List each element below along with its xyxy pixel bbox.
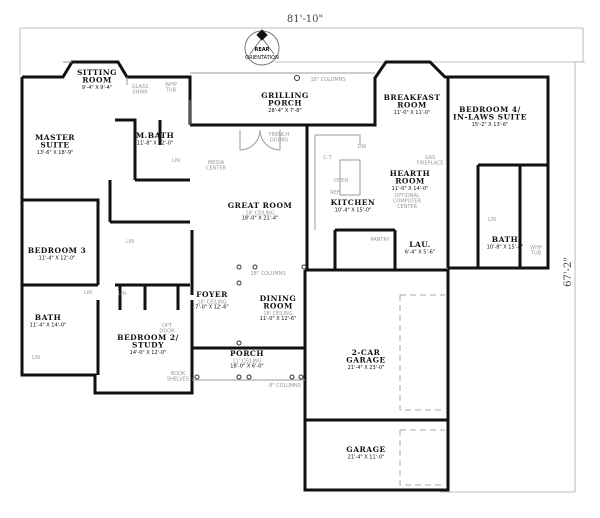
depth-dimension: 67'-2" xyxy=(563,257,574,287)
garage-label: GARAGE xyxy=(346,445,385,454)
great-room-label: GREAT ROOM xyxy=(228,201,293,210)
porch-label: PORCH xyxy=(230,349,264,358)
foyer-ceiling: 18' CEILING xyxy=(197,300,226,306)
columns-8-note: 8" COLUMNS xyxy=(269,383,301,389)
laundry-size: 6'-4" X 5'-6" xyxy=(405,250,435,256)
master-suite-label: MASTER xyxy=(35,133,75,142)
bedroom-3-label: BEDROOM 3 xyxy=(28,246,87,255)
book-shelves-note: SHELVES xyxy=(167,377,189,383)
sitting-room-label: ROOM xyxy=(82,76,112,85)
computer-center-note: COMPUTER xyxy=(393,199,422,205)
foyer-label: FOYER xyxy=(196,290,228,299)
hearth-room-label: ROOM xyxy=(395,177,425,186)
compass-sublabel: ORIENTATION xyxy=(245,55,279,61)
computer-center-note: OPTIONAL xyxy=(394,193,420,199)
two-car-garage-label: 2-CAR xyxy=(352,348,381,357)
m-bath-label: M.BATH xyxy=(136,131,174,140)
foyer-size: 7'-0" X 12'-6" xyxy=(195,305,228,311)
kitchen-label: KITCHEN xyxy=(331,198,376,207)
grilling-porch-label: PORCH xyxy=(268,99,302,108)
whp-tub-bath2-note: TUB xyxy=(530,251,542,257)
glass-shower-note: SHWR xyxy=(132,90,148,96)
lin-mbath-note: LIN xyxy=(172,158,180,164)
media-center-note: CENTER xyxy=(206,166,227,172)
sitting-room-label: SITTING xyxy=(77,68,117,77)
breakfast-room-label: BREAKFAST xyxy=(384,93,441,102)
french-doors-note: FRENCH xyxy=(269,132,290,138)
dining-room-label: ROOM xyxy=(263,302,293,311)
hearth-room-label: HEARTH xyxy=(390,169,430,178)
opt-door-note: OPT xyxy=(162,323,173,329)
lin-bed4-note: LIN xyxy=(488,217,496,223)
bedroom-4-size: 15'-2" X 13'-6" xyxy=(472,122,509,128)
hearth-room-size: 11'-0" X 14'-0" xyxy=(392,186,429,192)
whp-tub-bath2-note: WHP xyxy=(530,245,542,251)
master-suite-label: SUITE xyxy=(40,141,69,150)
ct-note: C.T. xyxy=(323,155,333,161)
bedroom-2-size: 14'-0" X 12'-0" xyxy=(130,350,167,356)
columns-18-dining-note: 18" COLUMNS xyxy=(250,271,285,277)
oven-note: OVEN xyxy=(334,178,348,184)
bath-2-size: 10'-8" X 15'-8" xyxy=(487,245,524,251)
opt-door-note: DOOR xyxy=(159,329,175,335)
lin-hall-note: LIN xyxy=(118,291,126,297)
porch-ceiling: 11' CEILING xyxy=(232,359,261,365)
dining-room-label: DINING xyxy=(260,294,297,303)
ref-note: REF xyxy=(330,190,340,196)
lin-bath1-note: LIN xyxy=(84,290,92,296)
great-room-ceiling: 18' CEILING xyxy=(245,211,274,217)
grilling-porch-label: GRILLING xyxy=(261,91,308,100)
computer-center-note: CENTER xyxy=(397,204,418,210)
walls xyxy=(20,60,550,492)
media-center-note: MEDIA xyxy=(208,160,225,166)
compass-label: REAR xyxy=(255,47,270,53)
breakfast-room-label: ROOM xyxy=(397,101,427,110)
book-shelves-note: BOOK xyxy=(171,371,186,377)
lin-bed3-note: LIN xyxy=(126,239,134,245)
laundry-label: LAU. xyxy=(409,240,431,249)
whp-tub-master-note: TUB xyxy=(165,88,177,94)
porch-size: 18'-0" X 6'-0" xyxy=(230,364,263,370)
grilling-porch-size: 28'-4" X 7'-8" xyxy=(268,108,301,114)
gas-fireplace-note: GAS xyxy=(425,155,435,161)
two-car-garage-size: 21'-4" X 23'-0" xyxy=(348,365,385,371)
lin-bath1-b-note: LIN xyxy=(32,355,40,361)
m-bath-size: 11'-8" X 22'-0" xyxy=(137,141,174,147)
thin-lines xyxy=(63,61,375,381)
kitchen-size: 10'-4" X 15'-0" xyxy=(335,208,372,214)
garage-size: 21'-4" X 11'-0" xyxy=(348,455,385,461)
bath-2-label: BATH xyxy=(492,235,518,244)
pantry-note: PANTRY xyxy=(370,237,390,243)
dw-note: DW xyxy=(358,144,367,150)
compass-icon: REAR ORIENTATION xyxy=(244,29,280,66)
glass-shower-note: GLASS xyxy=(132,84,149,90)
dining-room-size: 11'-0" X 12'-6" xyxy=(260,316,297,322)
breakfast-room-size: 11'-0" X 11'-0" xyxy=(394,110,431,116)
bedroom-2-label: BEDROOM 2/ xyxy=(117,333,179,342)
dimension-lines: 81'-10" 67'-2" xyxy=(19,14,585,493)
great-room-size: 18'-0" X 21'-4" xyxy=(242,216,279,222)
bedroom-4-label: IN-LAWS SUITE xyxy=(453,113,527,122)
french-doors-note: DOORS xyxy=(270,138,288,144)
whp-tub-master-note: WHP xyxy=(165,82,177,88)
bath-1-label: BATH xyxy=(35,313,61,322)
width-dimension: 81'-10" xyxy=(287,14,323,25)
columns-18-top-note: 18" COLUMNS xyxy=(310,77,345,83)
two-car-garage-label: GARAGE xyxy=(346,356,385,365)
master-suite-size: 13'-6" X 18'-9" xyxy=(37,150,74,156)
dining-room-ceiling: 18' CEILING xyxy=(263,311,292,317)
bath-1-size: 11'-4" X 14'-0" xyxy=(30,323,67,329)
garage-doors xyxy=(399,294,445,486)
columns xyxy=(194,75,307,380)
bedroom-2-label: STUDY xyxy=(132,341,164,350)
gas-fireplace-note: FIREPLACE xyxy=(417,161,444,167)
sitting-room-size: 9'-4" X 9'-4" xyxy=(82,85,112,91)
bedroom-4-label: BEDROOM 4/ xyxy=(459,105,521,114)
bedroom-3-size: 11'-4" X 12'-0" xyxy=(39,256,76,262)
